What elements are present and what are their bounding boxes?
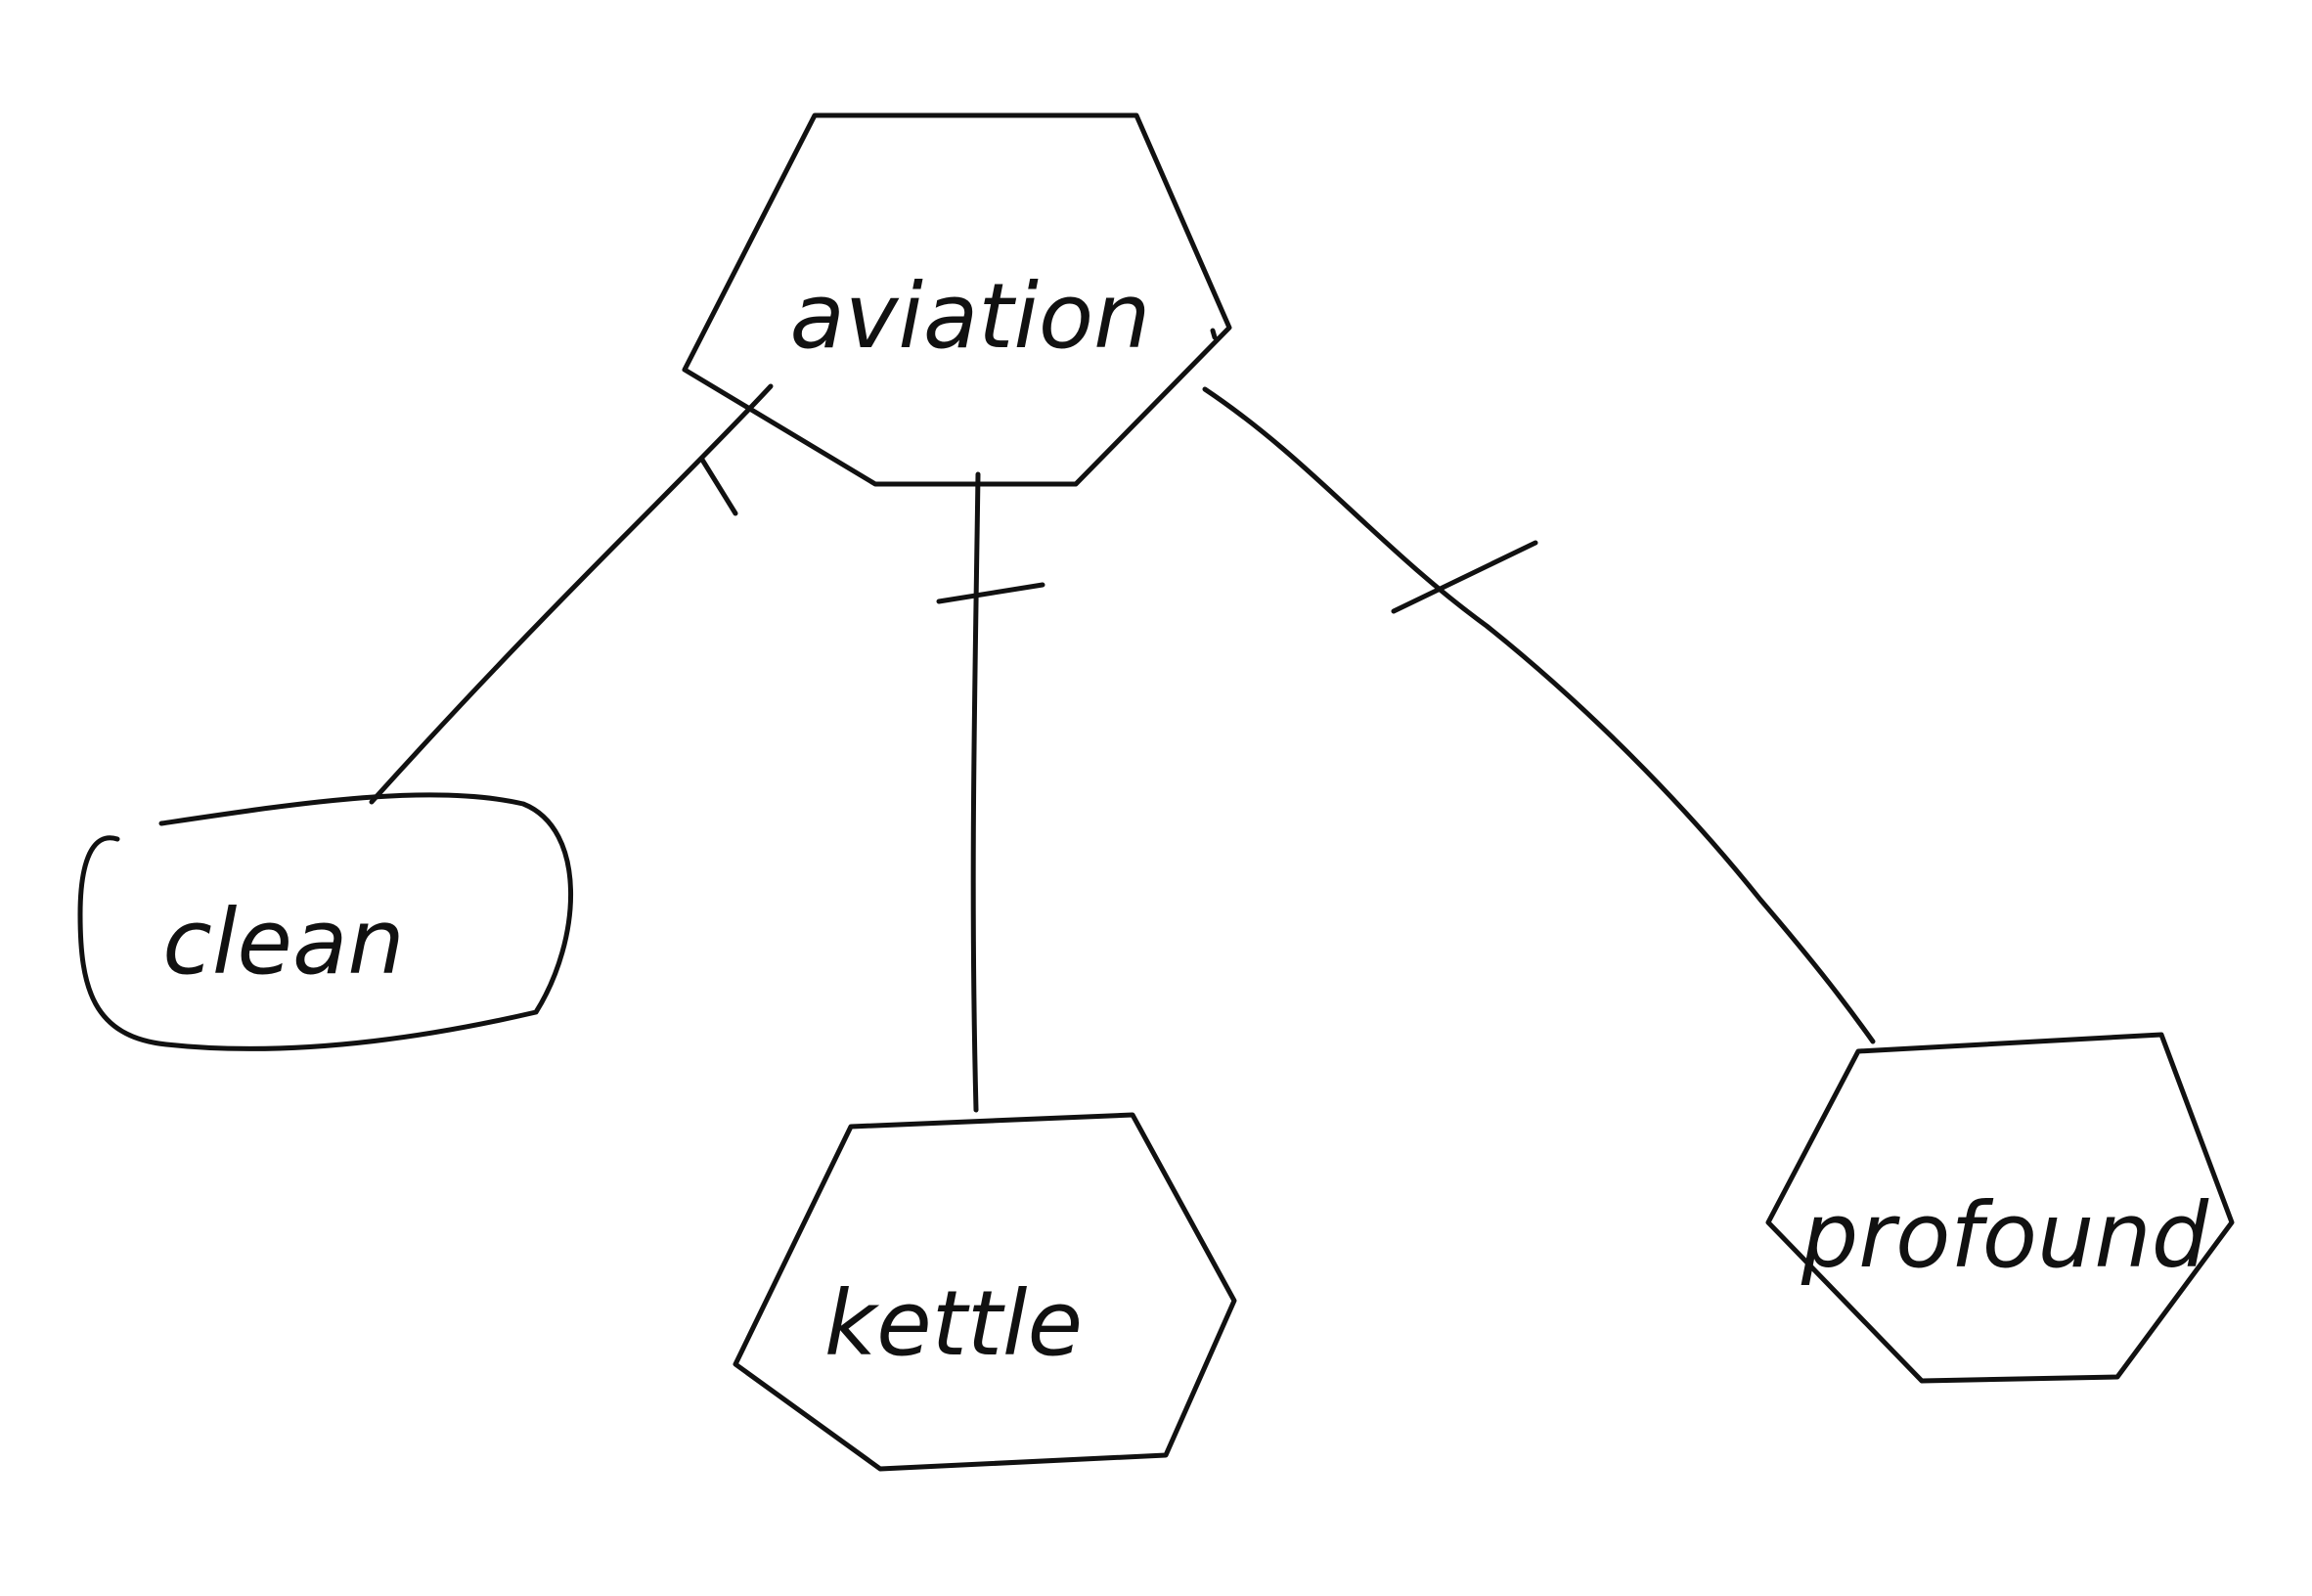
edge-aviation-clean-tick [699,457,738,516]
node-profound-label: profound [1801,1183,2209,1288]
node-kettle-label: kettle [824,1271,1083,1376]
edge-aviation-profound-tick [1391,540,1538,614]
node-clean-label: clean [162,890,404,995]
edge-aviation-clean [369,383,774,805]
edge-aviation-profound [1202,386,1876,1044]
edge-aviation-kettle-tick [936,582,1045,604]
edge-aviation-kettle [936,471,1045,1113]
node-profound[interactable]: profound [1765,1032,2235,1384]
node-clean[interactable]: clean [77,792,574,1051]
node-kettle[interactable]: kettle [733,1112,1237,1472]
node-aviation-dot [1210,328,1218,340]
node-clean-shape [77,792,574,1051]
node-profound-shape [1765,1032,2235,1384]
node-aviation-label: aviation [790,264,1151,369]
node-aviation[interactable]: aviation [682,112,1232,487]
node-kettle-shape [733,1112,1237,1472]
node-aviation-shape [682,112,1232,487]
